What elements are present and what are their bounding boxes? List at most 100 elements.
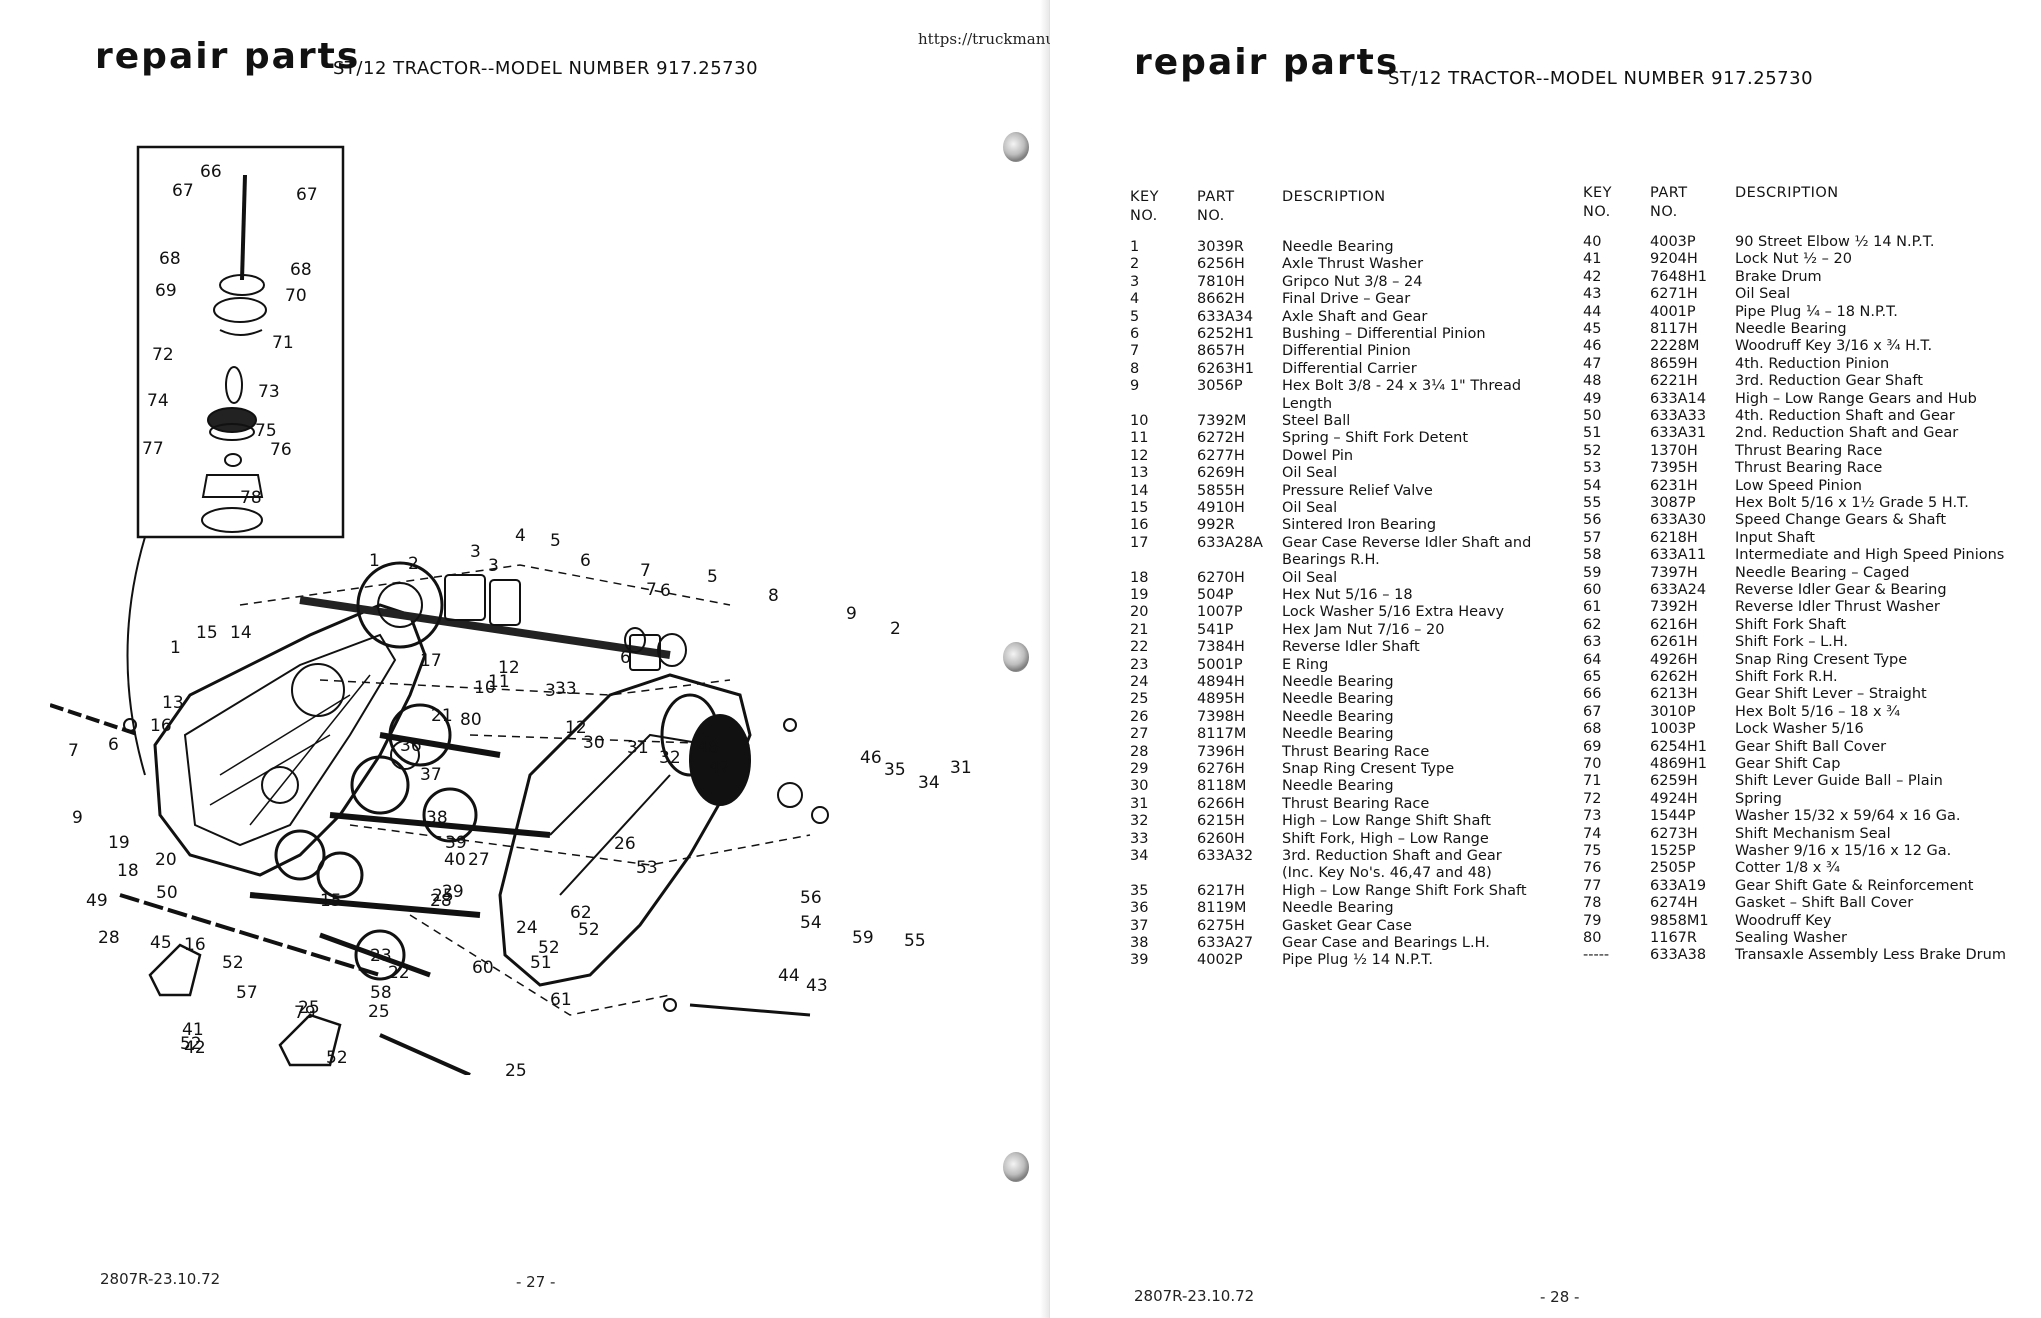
part-number: 504P	[1197, 587, 1234, 603]
part-number: 8117M	[1197, 726, 1247, 743]
part-number: 6217H	[1197, 882, 1245, 899]
part-description: 90 Street Elbow ½ 14 N.P.T.	[1735, 234, 1935, 250]
key-number: 76	[1583, 860, 1602, 877]
binder-hole	[1003, 1152, 1029, 1182]
part-description: Bearings R.H.	[1282, 552, 1380, 569]
part-description: Woodruff Key	[1735, 912, 1832, 929]
callout-label: 24	[516, 918, 538, 938]
part-description: Pipe Plug ¼ – 18 N.P.T.	[1735, 303, 1898, 320]
part-number: 6256H	[1197, 256, 1245, 273]
callout-label: 56	[800, 888, 822, 908]
part-description: Shift Fork, High – Low Range	[1282, 830, 1489, 847]
callout-label: 28	[98, 928, 120, 948]
callout-label: 47	[709, 758, 731, 778]
part-number: 4926H	[1650, 651, 1698, 668]
callout-label: 25	[505, 1061, 527, 1081]
part-number: 6213H	[1650, 686, 1698, 703]
part-number: 8657H	[1197, 343, 1245, 360]
part-description: Snap Ring Cresent Type	[1735, 651, 1908, 668]
right-page-subheading: ST/12 TRACTOR--MODEL NUMBER 917.25730	[1388, 68, 1814, 89]
part-number: 633A34	[1197, 308, 1254, 325]
part-number: 6275H	[1197, 917, 1245, 934]
part-number: 633A24	[1650, 582, 1707, 598]
left-footer-code: 2807R-23.10.72	[100, 1270, 221, 1288]
part-description: Needle Bearing	[1282, 239, 1394, 255]
part-description: Shift Mechanism Seal	[1735, 825, 1891, 842]
key-number: 20	[1130, 604, 1149, 621]
col-header-key: KEY NO.	[1130, 189, 1160, 224]
callout-label: 59	[852, 928, 874, 948]
key-number: 57	[1583, 529, 1602, 546]
part-description: Differential Carrier	[1282, 360, 1417, 377]
key-number: 30	[1130, 778, 1149, 795]
part-number: 4910H	[1197, 500, 1245, 516]
part-number: 633A11	[1650, 547, 1707, 564]
callout-label: 41	[182, 1020, 204, 1040]
part-number: 9858M1	[1650, 912, 1709, 929]
callout-label: 68	[159, 249, 181, 269]
callout-label: 6	[108, 735, 119, 755]
key-number: 31	[1130, 795, 1149, 812]
key-number: 27	[1130, 726, 1149, 743]
part-description: Needle Bearing	[1282, 778, 1394, 795]
part-number: 4869H1	[1650, 756, 1708, 772]
key-number: 24	[1130, 674, 1149, 690]
part-number: 6272H	[1197, 430, 1245, 447]
part-number: 633A28A	[1197, 534, 1263, 551]
part-description: Pipe Plug ½ 14 N.P.T.	[1282, 952, 1433, 969]
callout-label: 16	[150, 716, 172, 736]
part-number: 8117H	[1650, 321, 1698, 337]
key-number: 14	[1130, 482, 1149, 499]
col-header-key: KEY NO.	[1583, 185, 1613, 220]
key-number: 45	[1583, 321, 1602, 337]
col-header-part: PART NO.	[1197, 189, 1235, 224]
callout-label: 9	[72, 808, 83, 828]
part-description: High – Low Range Shift Fork Shaft	[1282, 882, 1527, 899]
callout-label: 9	[846, 604, 857, 624]
callout-label: 3	[470, 542, 481, 562]
part-description: Cotter 1/8 x ¾	[1735, 860, 1841, 877]
key-number: 51	[1583, 425, 1602, 442]
callout-label: 25	[298, 998, 320, 1018]
part-description: Oil Seal	[1282, 465, 1338, 482]
callout-label: 52	[180, 1034, 202, 1054]
right-page-number: - 28 -	[1540, 1288, 1580, 1306]
part-description: Hex Nut 5/16 – 18	[1282, 587, 1413, 603]
part-description: Gripco Nut 3/8 – 24	[1282, 273, 1423, 290]
callout-label: 43	[806, 976, 828, 996]
part-description: Reverse Idler Gear & Bearing	[1735, 582, 1947, 598]
part-number: 6216H	[1650, 616, 1698, 633]
key-number: 69	[1583, 738, 1602, 755]
callout-label: 38	[426, 808, 448, 828]
part-number: 633A19	[1650, 877, 1707, 894]
part-description: Lock Washer 5/16 Extra Heavy	[1282, 604, 1505, 621]
callout-label: 67	[296, 185, 318, 205]
part-number: 633A31	[1650, 425, 1707, 442]
callout-label: 40	[444, 850, 466, 870]
key-number: -----	[1583, 947, 1610, 964]
part-number: 8659H	[1650, 355, 1698, 372]
key-number: 46	[1583, 338, 1602, 355]
key-number: 62	[1583, 616, 1602, 633]
part-description: Thrust Bearing Race	[1282, 743, 1430, 760]
callout-label: 78	[240, 488, 262, 508]
part-description: Final Drive – Gear	[1282, 291, 1411, 308]
callout-label: 46	[860, 748, 882, 768]
key-number: 52	[1583, 442, 1602, 459]
part-description: Hex Bolt 5/16 – 18 x ¾	[1735, 703, 1901, 720]
key-number: 54	[1583, 477, 1602, 494]
part-description: Snap Ring Cresent Type	[1282, 761, 1455, 777]
part-description: Spring	[1735, 790, 1782, 807]
callout-label: 10	[474, 678, 496, 698]
part-description: Gear Shift Gate & Reinforcement	[1735, 877, 1974, 894]
callout-label: 61	[550, 990, 572, 1010]
part-number: 6262H	[1650, 669, 1698, 685]
part-number: 7648H1	[1650, 268, 1708, 285]
part-description: Gear Shift Ball Cover	[1735, 738, 1887, 755]
callout-label: 14	[230, 623, 252, 643]
part-number: 6218H	[1650, 529, 1698, 546]
part-number: 7392M	[1197, 413, 1247, 429]
callout-label: 23	[370, 946, 392, 966]
part-description: 4th. Reduction Shaft and Gear	[1735, 408, 1955, 424]
part-description: High – Low Range Gears and Hub	[1735, 390, 1977, 407]
